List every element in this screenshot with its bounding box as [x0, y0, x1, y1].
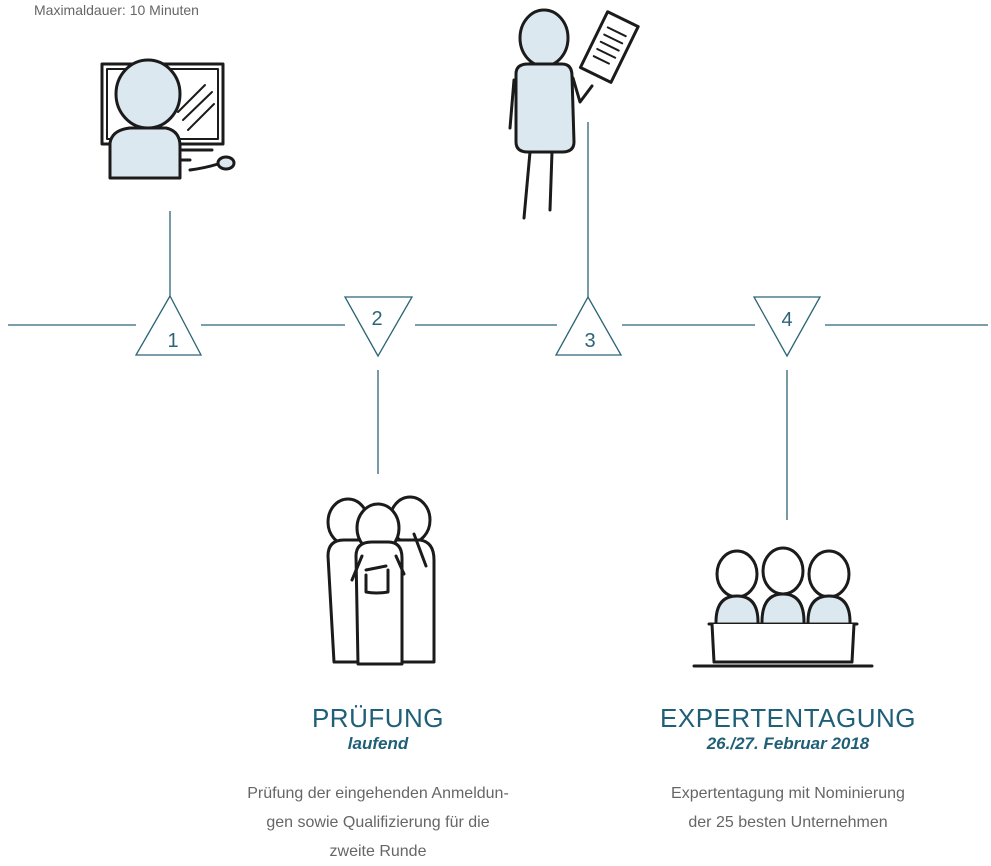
- pruefung-title: PRÜFUNG: [311, 703, 445, 733]
- pruefung-subtitle: laufend: [347, 734, 409, 753]
- step-marker-1: [134, 294, 203, 356]
- expertentagung-subtitle: 26./27. Februar 2018: [706, 734, 870, 753]
- expertentagung-description-line: der 25 besten Unternehmen: [688, 814, 888, 831]
- step-marker-2: [343, 296, 414, 358]
- expertentagung-caption: EXPERTENTAGUNG 26./27. Februar 2018 Expe…: [598, 703, 978, 837]
- step-number-1: 1: [167, 330, 178, 352]
- person-holding-document-icon: [508, 8, 640, 220]
- step-marker-3: [554, 295, 623, 356]
- duration-note: Maximaldauer: 10 Minuten: [34, 2, 199, 18]
- pruefung-description-line: zweite Runde: [329, 843, 427, 860]
- timeline-axis: [8, 122, 988, 520]
- step-number-3: 3: [584, 330, 595, 352]
- step-number-2: 2: [371, 308, 382, 330]
- step-marker-4: [752, 296, 822, 358]
- pruefung-caption: PRÜFUNG laufend Prüfung der eingehenden …: [188, 703, 568, 866]
- pruefung-description: Prüfung der eingehenden Anmeldun- gen so…: [188, 779, 568, 866]
- group-of-people-icon: [326, 495, 436, 666]
- person-at-computer-icon: [100, 58, 236, 180]
- expertentagung-description: Expertentagung mit Nominierung der 25 be…: [598, 779, 978, 837]
- jury-panel-icon: [692, 546, 874, 668]
- expertentagung-description-line: Expertentagung mit Nominierung: [671, 785, 905, 802]
- step-number-4: 4: [781, 309, 792, 331]
- pruefung-description-line: gen sowie Qualifizierung für die: [266, 814, 490, 831]
- expertentagung-title: EXPERTENTAGUNG: [660, 703, 916, 733]
- pruefung-description-line: Prüfung der eingehenden Anmeldun-: [247, 785, 509, 802]
